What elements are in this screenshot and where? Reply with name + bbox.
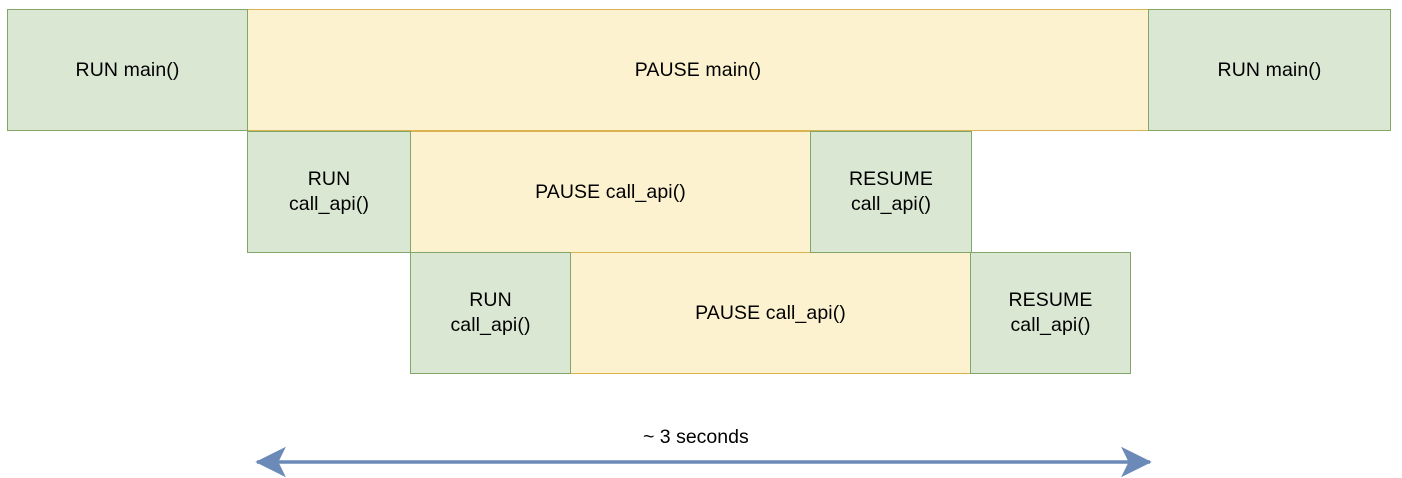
duration-arrow (0, 442, 1402, 478)
duration-label: ~ 3 seconds (643, 426, 749, 448)
duration-arrow-svg (255, 446, 1152, 478)
block-pause-main: PAUSE main() (247, 9, 1149, 131)
block-pause-call-api-1: PAUSE call_api() (410, 131, 811, 253)
block-pause-call-api-2: PAUSE call_api() (570, 252, 971, 374)
block-run-main-start: RUN main() (7, 9, 248, 131)
block-run-call-api-2: RUN call_api() (410, 252, 571, 374)
block-resume-call-api-2: RESUME call_api() (970, 252, 1131, 374)
block-resume-call-api-1: RESUME call_api() (810, 131, 972, 253)
block-run-call-api-1: RUN call_api() (247, 131, 411, 253)
block-run-main-end: RUN main() (1148, 9, 1391, 131)
